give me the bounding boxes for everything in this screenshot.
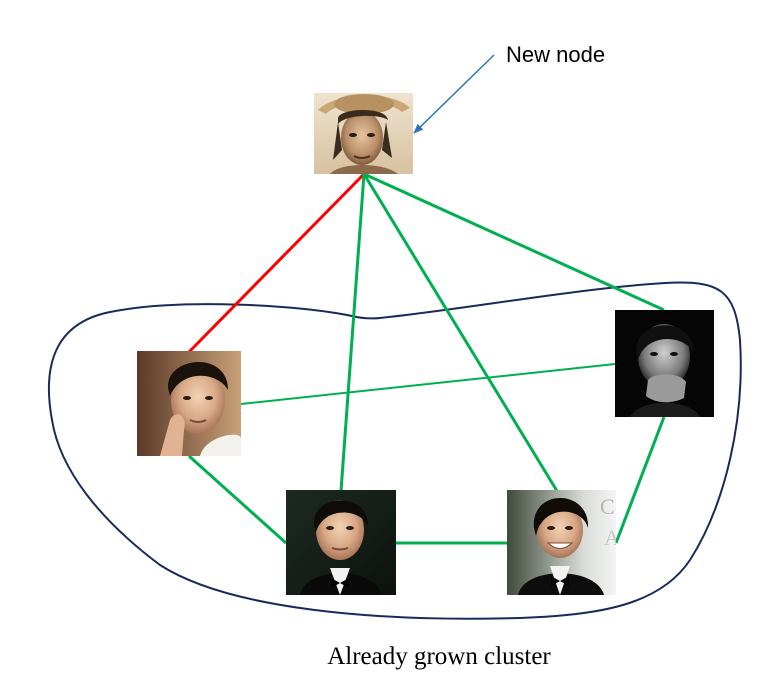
edge-new-to-left: [187, 172, 366, 354]
edge-right-to-bottom-right: [614, 416, 666, 544]
node-member-bottom-right: C A: [507, 490, 620, 595]
node-member-left: [137, 351, 241, 456]
edge-new-to-bottom-left: [339, 173, 366, 492]
svg-text:A: A: [604, 525, 620, 550]
node-new: [314, 93, 413, 174]
node-member-right: [615, 310, 714, 417]
edge-new-to-bottom-right: [362, 173, 559, 492]
svg-text:C: C: [600, 494, 615, 519]
edge-left-to-bottom-left: [187, 454, 288, 545]
edge-left-to-right: [240, 363, 616, 405]
new-node-label: New node: [506, 42, 605, 67]
edge-new-to-right: [363, 172, 665, 312]
node-member-bottom-left: [286, 490, 396, 595]
cluster-caption: Already grown cluster: [327, 643, 551, 670]
new-node-arrow: [413, 54, 495, 134]
